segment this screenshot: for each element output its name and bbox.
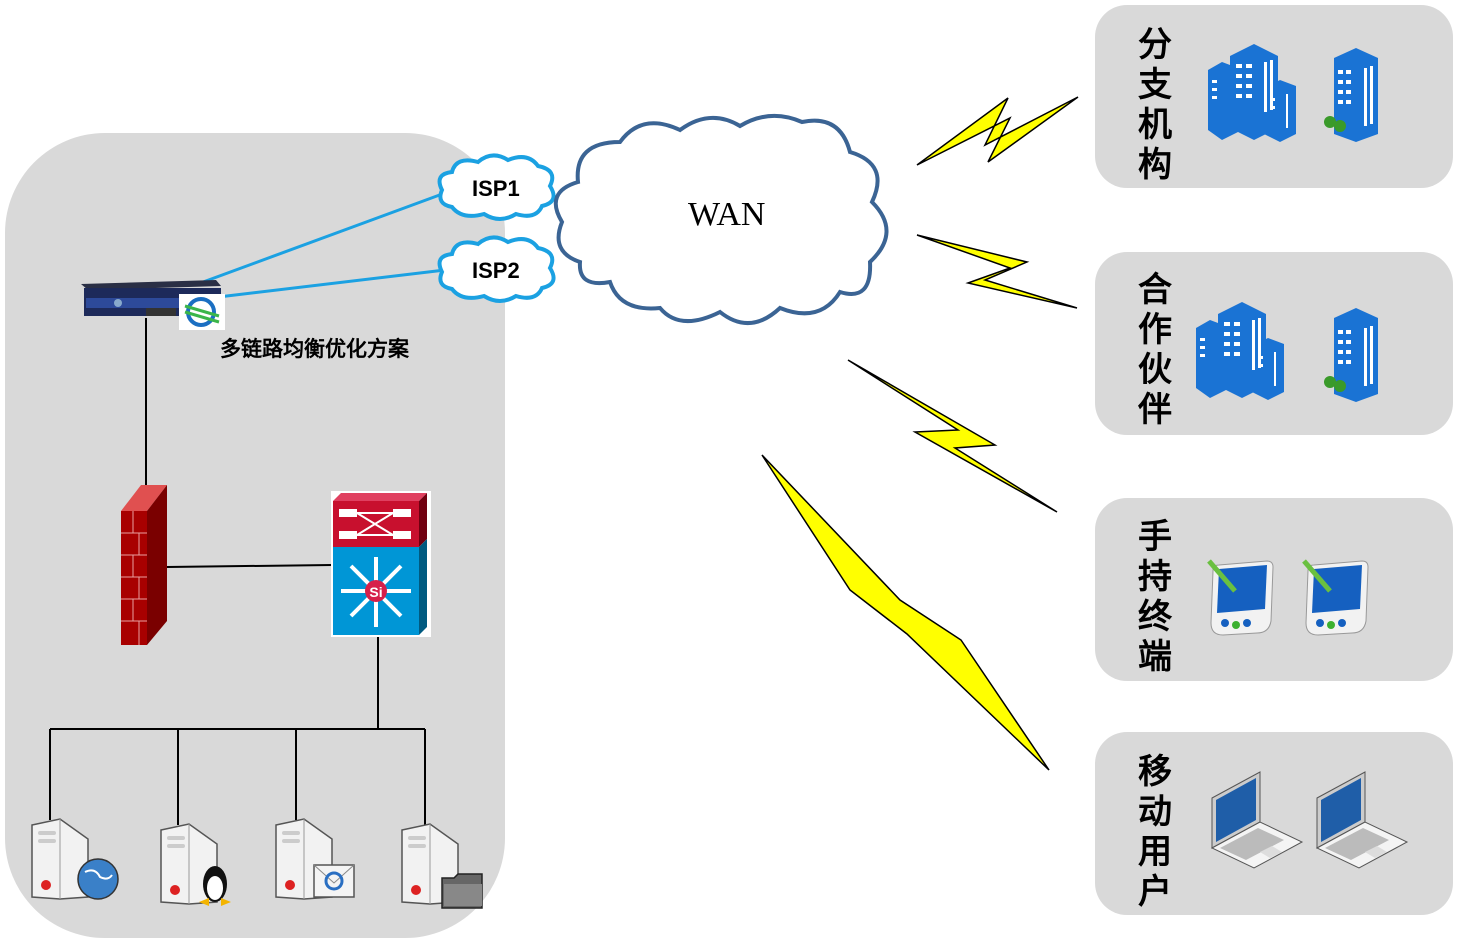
pda-icon	[1302, 559, 1369, 636]
handheld-label: 手持终端	[1138, 517, 1172, 677]
laptop-icon	[1315, 771, 1409, 869]
isp1-link	[194, 191, 446, 287]
isp1-cloud[interactable]	[432, 152, 562, 222]
isp1-label: ISP1	[472, 176, 520, 201]
lightning-icon	[847, 359, 1058, 513]
lightning-icon	[761, 454, 1050, 771]
partner-label: 合作伙伴	[1138, 270, 1172, 430]
load-balancer-logo-icon	[179, 294, 225, 330]
globe-icon	[77, 858, 119, 900]
branch-label: 分支机构	[1138, 25, 1172, 185]
tree-icon	[1324, 376, 1336, 388]
isp2-label: ISP2	[472, 258, 520, 283]
tree-icon	[1324, 116, 1336, 128]
switch-badge: Si	[369, 584, 382, 600]
office-building-icon	[1208, 44, 1296, 142]
file-server-icon[interactable]	[400, 822, 490, 909]
office-building-with-trees-icon	[1324, 48, 1378, 142]
penguin-icon	[199, 866, 231, 906]
wan-cloud[interactable]	[550, 112, 920, 332]
lightning-icon	[916, 96, 1079, 166]
lightning-icon	[916, 234, 1078, 309]
mail-server-icon[interactable]	[274, 817, 364, 902]
office-building-icon	[1196, 302, 1284, 400]
firewall-icon[interactable]	[119, 483, 169, 648]
web-server-icon[interactable]	[30, 817, 120, 902]
tree-icon	[1334, 120, 1346, 132]
pda-icon	[1207, 559, 1274, 636]
tree-icon	[1334, 380, 1346, 392]
multilayer-switch-icon[interactable]: Si	[331, 491, 431, 637]
office-building-with-trees-icon	[1324, 308, 1378, 402]
mobile-label: 移动用户	[1138, 752, 1172, 912]
isp2-link	[209, 268, 446, 300]
wan-label: WAN	[688, 196, 766, 233]
remote-group-mobile[interactable]	[1095, 732, 1453, 915]
firewall-switch-link	[166, 564, 333, 568]
folder-icon	[441, 873, 483, 909]
linux-server-icon[interactable]	[159, 822, 249, 907]
remote-group-handheld[interactable]	[1095, 498, 1453, 681]
solution-caption: 多链路均衡优化方案	[220, 337, 409, 361]
isp2-cloud[interactable]	[432, 234, 562, 304]
email-icon	[313, 864, 355, 898]
laptop-icon	[1210, 771, 1304, 869]
